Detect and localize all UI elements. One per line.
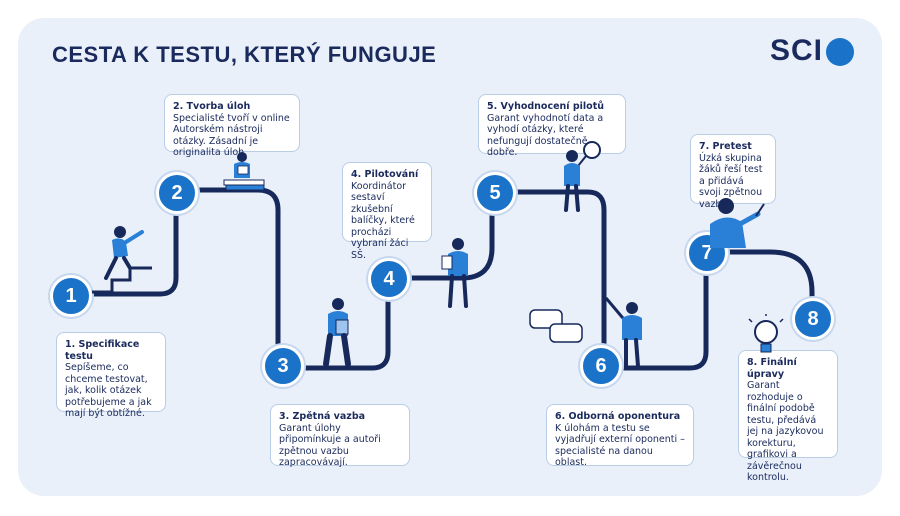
- person-reading-on-books-icon: [223, 152, 265, 191]
- step-6-badge: 6: [580, 345, 622, 387]
- person-writing-icon: [710, 198, 765, 248]
- person-with-magnifier-icon: [564, 141, 601, 212]
- step-5-title: 5. Vyhodnocení pilotů: [487, 101, 604, 112]
- logo-dot-icon: [826, 38, 854, 66]
- step-5-card: 5. Vyhodnocení pilotů Garant vyhodnotí d…: [478, 94, 626, 158]
- step-7-text: Úzká skupina žáků řeší test a přidává sv…: [699, 152, 763, 210]
- step-6-title: 6. Odborná oponentura: [555, 411, 681, 422]
- lightbulb-icon: [748, 314, 784, 353]
- person-climbing-stairs-icon: [92, 226, 152, 294]
- step-7-badge: 7: [686, 232, 728, 274]
- step-3-title: 3. Zpětná vazba: [279, 411, 366, 422]
- step-5-text: Garant vyhodnotí data a vyhodí otázky, k…: [487, 112, 604, 159]
- step-3-badge: 3: [262, 345, 304, 387]
- step-2-card: 2. Tvorba úloh Specialisté tvoří v onlin…: [164, 94, 300, 158]
- step-4-card: 4. Pilotování Koordinátor sestaví zkušeb…: [342, 162, 432, 261]
- step-3-card: 3. Zpětná vazba Garant úlohy připomínkuj…: [270, 404, 410, 469]
- step-4-title: 4. Pilotování: [351, 169, 419, 180]
- step-2-title: 2. Tvorba úloh: [173, 101, 251, 112]
- step-8-text: Garant rozhoduje o finální podobě testu,…: [747, 380, 824, 483]
- step-6-text: K úlohám a testu se vyjadřují externí op…: [555, 422, 685, 469]
- step-5-badge: 5: [474, 172, 516, 214]
- step-8-badge: 8: [792, 298, 834, 340]
- step-1-text: Sepíšeme, co chceme testovat, jak, kolik…: [65, 362, 152, 419]
- step-2-text: Specialisté tvoří v online Autorském nás…: [173, 112, 290, 159]
- person-with-tablet-icon: [323, 298, 351, 366]
- step-4-badge: 4: [368, 258, 410, 300]
- step-2-badge: 2: [156, 172, 198, 214]
- scio-logo: SCI: [770, 34, 860, 74]
- step-7-title: 7. Pretest: [699, 141, 752, 152]
- step-4-text: Koordinátor sestaví zkušební balíčky, kt…: [351, 180, 415, 261]
- step-1-title: 1. Specifikace testu: [65, 339, 140, 362]
- speech-bubbles-icon: [529, 309, 583, 343]
- person-with-pen-icon: [604, 297, 642, 368]
- step-8-card: 8. Finální úpravy Garant rozhoduje o fin…: [738, 350, 838, 483]
- step-1-card: 1. Specifikace testu Sepíšeme, co chceme…: [56, 332, 166, 419]
- step-3-text: Garant úlohy připomínkuje a autoři zpětn…: [279, 422, 381, 469]
- person-with-clipboard-icon: [441, 238, 468, 308]
- step-8-title: 8. Finální úpravy: [747, 357, 797, 380]
- step-1-badge: 1: [50, 275, 92, 317]
- step-6-card: 6. Odborná oponentura K úlohám a testu s…: [546, 404, 694, 469]
- step-7-card: 7. Pretest Úzká skupina žáků řeší test a…: [690, 134, 776, 210]
- page-title: CESTA K TESTU, KTERÝ FUNGUJE: [52, 42, 437, 67]
